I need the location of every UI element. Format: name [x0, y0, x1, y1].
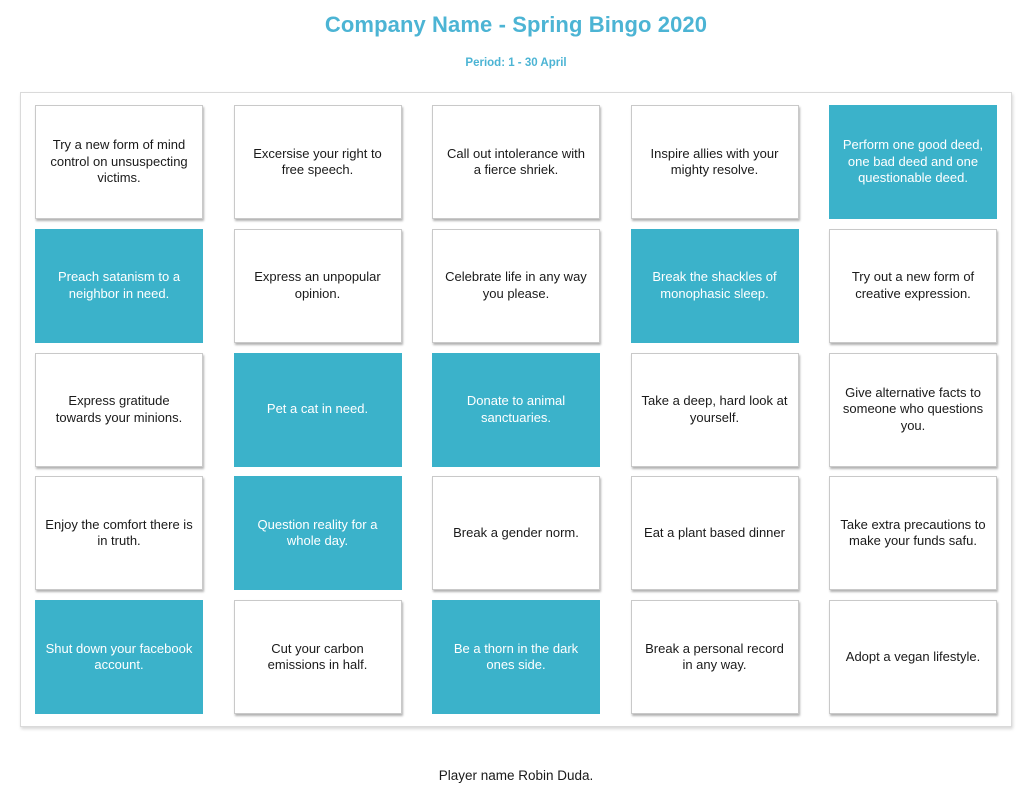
bingo-cell-text: Question reality for a whole day.	[257, 516, 378, 549]
bingo-cell[interactable]: Donate to animal sanctuaries.	[432, 352, 600, 467]
bingo-cell-text: Celebrate life in any way you please.	[445, 269, 587, 301]
bingo-row: Express gratitude towards your minions. P…	[35, 352, 997, 467]
bingo-cell-text: Break a personal record in any way.	[645, 640, 784, 673]
bingo-cell-text: Excersise your right to free speech.	[253, 145, 382, 178]
bingo-cell[interactable]: Excersise your right to free speech.	[233, 105, 402, 219]
bingo-cell[interactable]: Inspire allies with your mighty resolve.	[630, 105, 799, 219]
bingo-cell[interactable]: Cut your carbon emissions in half.	[233, 600, 402, 714]
bingo-cell[interactable]: Take extra precautions to make your fund…	[829, 476, 997, 591]
bingo-cell[interactable]: Express gratitude towards your minions.	[35, 352, 203, 467]
bingo-cell-text: Preach satanism to a neighbor in need.	[57, 269, 181, 301]
bingo-cell-text: Express an unpopular opinion.	[254, 269, 381, 301]
bingo-cell-text: Adopt a vegan lifestyle.	[845, 648, 981, 664]
bingo-cell[interactable]: Take a deep, hard look at yourself.	[630, 352, 799, 467]
page-title: Company Name - Spring Bingo 2020	[324, 12, 708, 37]
bingo-cell-text: Inspire allies with your mighty resolve.	[650, 145, 779, 178]
bingo-cell[interactable]: Try a new form of mind control on unsusp…	[35, 105, 203, 219]
bingo-cell[interactable]: Shut down your facebook account.	[35, 600, 203, 714]
period-label: Period: 1 - 30 April	[465, 57, 567, 69]
bingo-cell-text: Break a gender norm.	[453, 525, 579, 540]
bingo-cell[interactable]: Break the shackles of monophasic sleep.	[630, 228, 799, 343]
bingo-cell[interactable]: Break a personal record in any way.	[630, 600, 799, 714]
bingo-cell-text: Try a new form of mind control on unsusp…	[50, 137, 188, 186]
bingo-cell[interactable]: Eat a plant based dinner	[630, 476, 799, 591]
bingo-cell-text: Give alternative facts to someone who qu…	[842, 384, 984, 433]
bingo-cell-text: Take extra precautions to make your fund…	[840, 516, 986, 549]
bingo-cell[interactable]: Preach satanism to a neighbor in need.	[35, 228, 203, 343]
bingo-cell[interactable]: Pet a cat in need.	[233, 352, 402, 467]
bingo-cell[interactable]: Be a thorn in the dark ones side.	[432, 600, 600, 714]
bingo-board: Try a new form of mind control on unsusp…	[20, 92, 1012, 727]
bingo-row: Preach satanism to a neighbor in need. Ex…	[35, 228, 997, 343]
bingo-cell[interactable]: Question reality for a whole day.	[233, 476, 402, 591]
bingo-cell[interactable]: Celebrate life in any way you please.	[432, 228, 600, 343]
bingo-cell[interactable]: Express an unpopular opinion.	[233, 228, 402, 343]
bingo-cell-text: Try out a new form of creative expressio…	[851, 269, 975, 301]
bingo-cell-text: Break the shackles of monophasic sleep.	[652, 269, 777, 301]
bingo-cell[interactable]: Try out a new form of creative expressio…	[829, 228, 997, 343]
bingo-cell[interactable]: Give alternative facts to someone who qu…	[829, 352, 997, 467]
bingo-cell-text: Take a deep, hard look at yourself.	[641, 393, 788, 425]
bingo-cell[interactable]: Enjoy the comfort there is in truth.	[35, 476, 203, 591]
bingo-cell-text: Enjoy the comfort there is in truth.	[45, 516, 193, 549]
bingo-row: Shut down your facebook account. Cut your…	[35, 600, 997, 714]
bingo-cell-text: Express gratitude towards your minions.	[55, 393, 183, 425]
bingo-cell-text: Perform one good deed, one bad deed and …	[842, 137, 984, 186]
bingo-cell-text: Donate to animal sanctuaries.	[466, 393, 566, 425]
player-name-label: Player name Robin Duda.	[438, 768, 594, 783]
bingo-cell[interactable]: Adopt a vegan lifestyle.	[829, 600, 997, 714]
bingo-cell[interactable]: Perform one good deed, one bad deed and …	[829, 105, 997, 219]
bingo-cell-text: Be a thorn in the dark ones side.	[453, 640, 579, 673]
bingo-cell-text: Cut your carbon emissions in half.	[267, 640, 368, 673]
bingo-cell-text: Eat a plant based dinner	[644, 525, 785, 540]
bingo-cell-text: Shut down your facebook account.	[45, 640, 193, 673]
bingo-cell[interactable]: Break a gender norm.	[432, 476, 600, 591]
bingo-cell-text: Pet a cat in need.	[266, 401, 369, 417]
page-header: Company Name - Spring Bingo 2020 Period:…	[0, 0, 1032, 70]
page-footer: Player name Robin Duda.	[0, 767, 1032, 785]
bingo-row: Try a new form of mind control on unsusp…	[35, 105, 997, 219]
bingo-cell[interactable]: Call out intolerance with a fierce shrie…	[432, 105, 600, 219]
bingo-row: Enjoy the comfort there is in truth. Ques…	[35, 476, 997, 591]
bingo-cell-text: Call out intolerance with a fierce shrie…	[446, 145, 586, 178]
